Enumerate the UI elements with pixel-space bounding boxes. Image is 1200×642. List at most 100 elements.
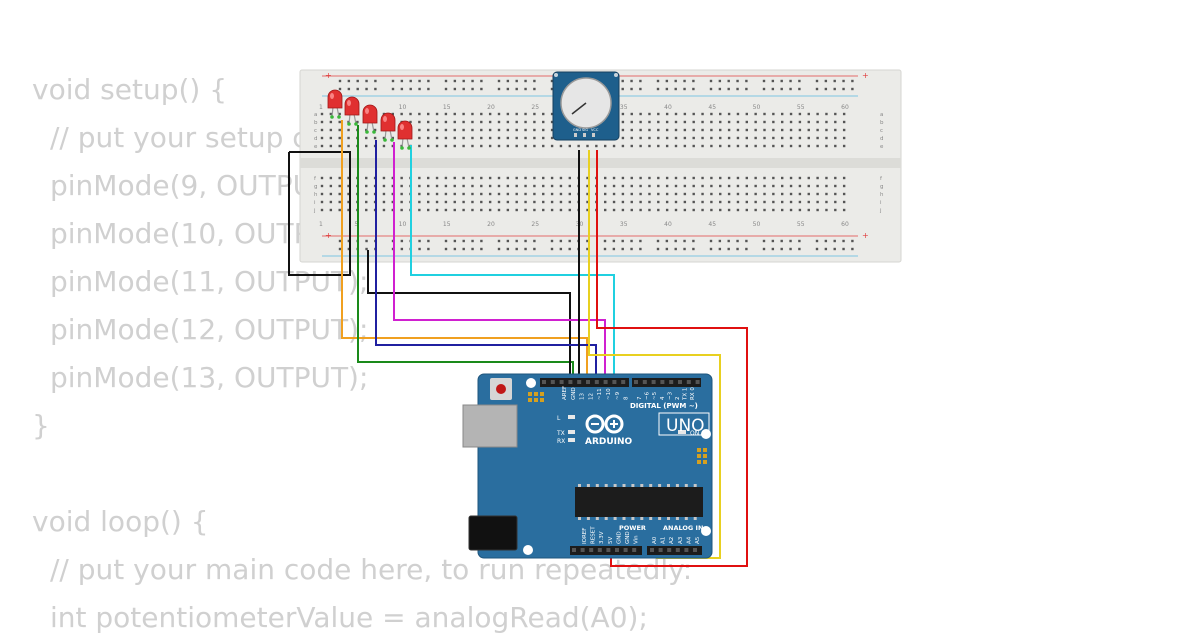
breadboard-row-letter: c bbox=[880, 128, 883, 134]
digital-pin-label: ~6 bbox=[645, 391, 651, 400]
analog-pin-label: A0 bbox=[652, 536, 658, 544]
wire-black-ground-loop[interactable] bbox=[288, 151, 351, 276]
code-line: void loop() { bbox=[32, 505, 209, 538]
microcontroller-chip bbox=[575, 487, 703, 517]
breadboard-column-number: 15 bbox=[443, 221, 451, 228]
breadboard-column-number: 40 bbox=[664, 104, 672, 111]
digital-pin-label: ~10 bbox=[606, 388, 612, 400]
breadboard-column-number: 20 bbox=[487, 221, 495, 228]
digital-pin-label: ~9 bbox=[615, 391, 621, 400]
power-label: POWER bbox=[619, 524, 646, 532]
breadboard-row-letter: g bbox=[880, 184, 884, 190]
digital-pin-label: 12 bbox=[588, 393, 594, 400]
code-line: int potentiometerValue = analogRead(A0); bbox=[50, 601, 648, 634]
code-line: pinMode(13, OUTPUT); bbox=[50, 361, 369, 394]
wire-orange-pin9[interactable] bbox=[341, 120, 588, 380]
digital-pin-label: RX 0 bbox=[690, 387, 696, 400]
code-line: pinMode(12, OUTPUT); bbox=[50, 313, 369, 346]
breadboard-row-letter: i bbox=[314, 200, 316, 206]
digital-pin-label: 8 bbox=[624, 396, 630, 400]
analog-pin-label: A1 bbox=[661, 537, 667, 544]
power-pin-label: 5V bbox=[608, 537, 614, 544]
red-led[interactable] bbox=[362, 104, 378, 134]
digital-pin-label: AREF bbox=[562, 386, 568, 400]
breadboard-row-letter: f bbox=[314, 176, 317, 182]
digital-pin-label: ~11 bbox=[597, 388, 603, 400]
breadboard-row-letter: a bbox=[880, 112, 883, 118]
breadboard-column-number: 1 bbox=[319, 104, 323, 111]
dc-power-jack bbox=[468, 515, 518, 551]
red-led[interactable] bbox=[397, 120, 413, 150]
digital-pin-label: GND bbox=[571, 387, 577, 400]
uno-model-label: UNO bbox=[666, 416, 705, 436]
power-pin-label: IOREF bbox=[582, 528, 588, 544]
power-header bbox=[570, 546, 642, 555]
knob-indicator bbox=[571, 102, 587, 115]
analog-pin-label: A3 bbox=[678, 536, 684, 544]
digital-pin-label: ~3 bbox=[667, 391, 673, 400]
power-pin-label: RESET bbox=[591, 526, 597, 544]
digital-pin-label: 7 bbox=[637, 396, 643, 400]
breadboard-row-letter: d bbox=[880, 136, 884, 142]
breadboard-column-number: 1 bbox=[319, 221, 323, 228]
breadboard-column-number: 40 bbox=[664, 221, 672, 228]
digital-pin-label: 4 bbox=[660, 396, 666, 400]
breadboard-row-letter: h bbox=[880, 192, 884, 198]
breadboard-column-number: 50 bbox=[753, 104, 761, 111]
code-line: } bbox=[32, 409, 50, 442]
reset-button-cap[interactable] bbox=[496, 384, 506, 394]
breadboard-column-number: 45 bbox=[708, 221, 716, 228]
red-led[interactable] bbox=[327, 89, 343, 119]
digital-pwm-label: DIGITAL (PWM ~) bbox=[630, 402, 698, 410]
rail-plus-label: + bbox=[862, 71, 869, 80]
breadboard-row-letter: e bbox=[314, 144, 318, 150]
pot-pin-label-vcc: VCC bbox=[591, 128, 599, 132]
breadboard-column-number: 25 bbox=[531, 104, 539, 111]
wire-black-gnd[interactable] bbox=[367, 250, 571, 380]
wire-red-pot-vcc[interactable] bbox=[596, 150, 748, 567]
breadboard-row-letter: j bbox=[879, 208, 882, 214]
power-pin-label: 3.3V bbox=[599, 531, 605, 544]
icsp-header-left bbox=[528, 392, 544, 402]
arduino-brand-label: ARDUINO bbox=[585, 437, 633, 447]
analog-pin-label: A5 bbox=[695, 536, 701, 544]
led-group bbox=[327, 89, 413, 150]
breadboard-row-letter: i bbox=[880, 200, 882, 206]
wire-blue-pin12[interactable] bbox=[375, 140, 597, 380]
arduino-logo-icon bbox=[585, 414, 624, 434]
digital-pin-label: ~5 bbox=[652, 391, 658, 400]
wires bbox=[288, 120, 748, 567]
potentiometer[interactable]: GND SIG VCC bbox=[552, 71, 620, 141]
rail-plus-label: + bbox=[862, 231, 869, 240]
breadboard-column-number: 35 bbox=[620, 221, 628, 228]
breadboard-row-letter: h bbox=[314, 192, 318, 198]
breadboard-column-number: 55 bbox=[797, 221, 805, 228]
digital-header-lower bbox=[632, 378, 701, 387]
breadboard-row-letter: b bbox=[880, 120, 884, 126]
breadboard-column-number: 35 bbox=[620, 104, 628, 111]
red-led[interactable] bbox=[344, 96, 360, 126]
wire-magenta-pin11[interactable] bbox=[393, 142, 606, 380]
digital-pin-label: 13 bbox=[580, 393, 586, 400]
breadboard-column-number: 20 bbox=[487, 104, 495, 111]
digital-pin-label: TX 1 bbox=[683, 388, 689, 401]
digital-header-upper bbox=[540, 378, 629, 387]
breadboard-column-number: 55 bbox=[797, 104, 805, 111]
breadboard-column-number: 60 bbox=[841, 104, 849, 111]
breadboard-column-number: 45 bbox=[708, 104, 716, 111]
breadboard-row-letter: f bbox=[880, 176, 883, 182]
digital-pin-label: 2 bbox=[675, 397, 681, 401]
breadboard-row-letter: c bbox=[314, 128, 317, 134]
tx-label: TX bbox=[556, 430, 565, 437]
red-led[interactable] bbox=[380, 112, 396, 142]
wire-green-pin13[interactable] bbox=[357, 125, 574, 380]
code-line: pinMode(11, OUTPUT); bbox=[50, 265, 369, 298]
breadboard-column-number: 10 bbox=[399, 104, 407, 111]
rail-plus-label: + bbox=[325, 71, 332, 80]
analog-header bbox=[647, 546, 702, 555]
